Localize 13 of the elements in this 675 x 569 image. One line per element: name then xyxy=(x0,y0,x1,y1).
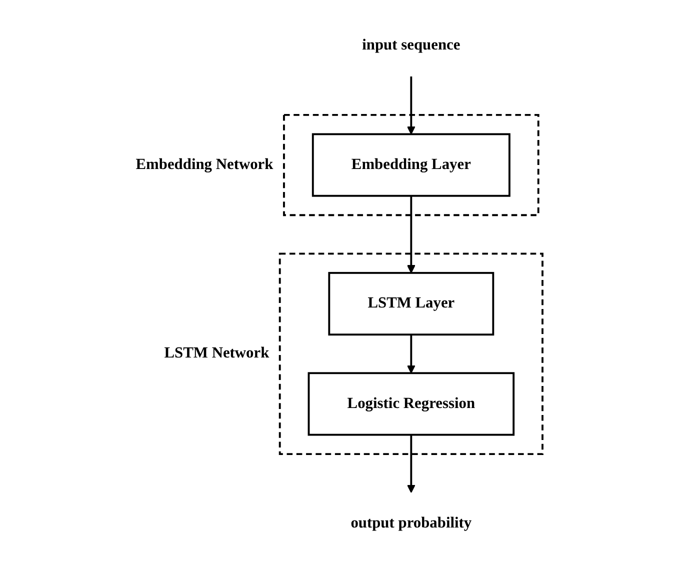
arrow xyxy=(406,76,416,135)
node-label: LSTM Network xyxy=(164,345,270,362)
node-box: LSTM Layer xyxy=(328,272,494,336)
node-text: output probability xyxy=(350,514,472,532)
arrow xyxy=(406,196,416,274)
arrow xyxy=(406,334,416,374)
node-box: Embedding Layer xyxy=(312,133,510,197)
node-box: Logistic Regression xyxy=(308,372,514,436)
arrow xyxy=(406,434,416,493)
cluster xyxy=(278,252,544,456)
node-text: input sequence xyxy=(362,36,460,54)
cluster xyxy=(282,114,540,216)
node-label: Embedding Network xyxy=(136,156,274,173)
